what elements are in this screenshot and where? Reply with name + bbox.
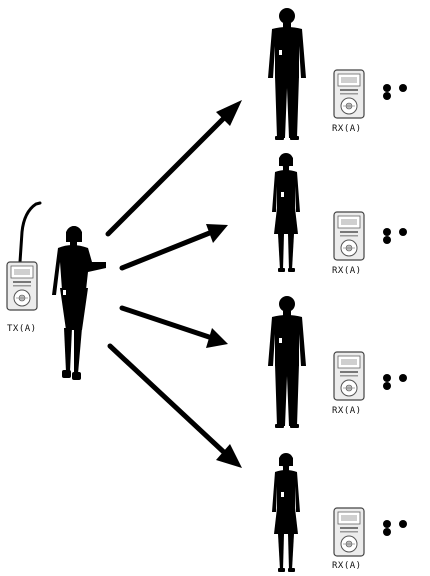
- receiver-person-male: [268, 296, 306, 428]
- receiver-device: [333, 507, 365, 557]
- continuation-dots-1: [383, 84, 430, 100]
- speaker-silhouette: [52, 226, 106, 380]
- receiver-label-4: RX(A): [332, 561, 362, 571]
- receiver-row-4: [272, 453, 365, 572]
- continuation-dots-3: [383, 374, 430, 390]
- receiver-label-2: RX(A): [332, 266, 362, 276]
- receiver-person-male: [268, 8, 306, 140]
- receiver-person-female: [272, 453, 300, 572]
- arrows-group: [105, 100, 242, 468]
- arrow-to-receiver-2: [119, 224, 228, 271]
- receiver-device: [333, 69, 365, 119]
- transmitter-label: TX(A): [7, 324, 37, 334]
- receiver-person-female: [272, 153, 300, 272]
- continuation-dots-4: [383, 520, 430, 536]
- receiver-label-1: RX(A): [332, 124, 362, 134]
- receiver-row-2: [272, 153, 365, 272]
- arrow-to-receiver-4: [107, 343, 242, 468]
- receiver-device: [333, 211, 365, 261]
- continuation-dots-2: [383, 228, 430, 244]
- receiver-row-1: [268, 8, 365, 140]
- transmitter-device: [6, 201, 42, 311]
- receiver-label-3: RX(A): [332, 406, 362, 416]
- arrow-to-receiver-3: [119, 305, 228, 348]
- receiver-device: [333, 351, 365, 401]
- arrow-to-receiver-1: [105, 100, 242, 237]
